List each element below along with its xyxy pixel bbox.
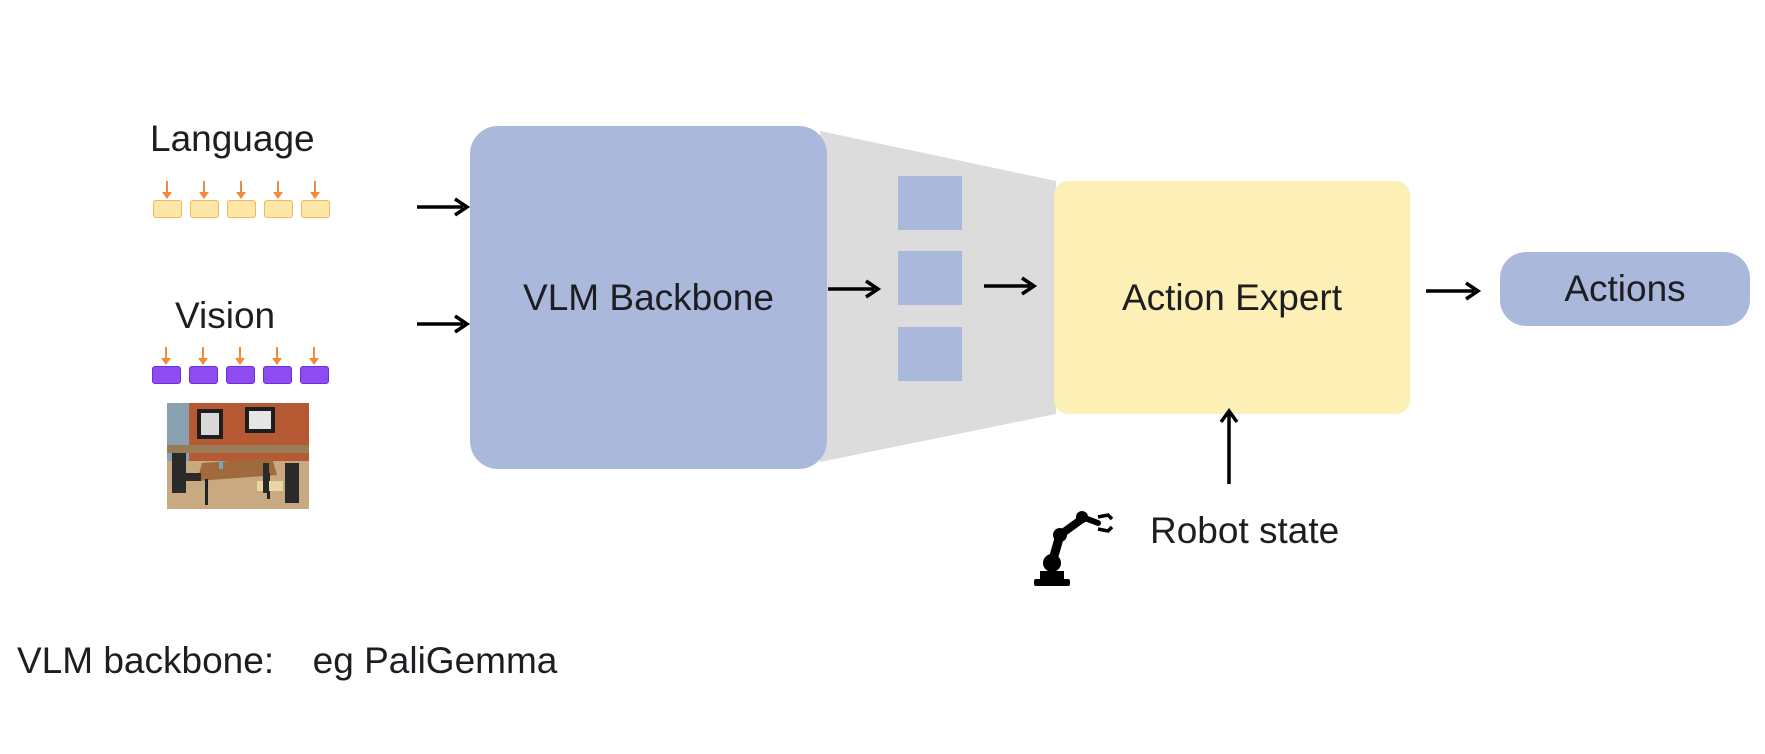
vlm-backbone-label: VLM Backbone: [523, 276, 774, 318]
arrow-vlm-to-features: [828, 279, 882, 299]
vision-token: [226, 347, 255, 384]
scene-photo: [167, 403, 309, 509]
vision-token: [263, 347, 292, 384]
language-token: [264, 181, 293, 218]
language-label: Language: [150, 118, 315, 159]
language-token: [190, 181, 219, 218]
vision-token: [152, 347, 181, 384]
arrow-language-to-vlm: [417, 197, 471, 217]
footnote-value: eg PaliGemma: [312, 640, 558, 681]
language-token: [153, 181, 182, 218]
vision-token: [189, 347, 218, 384]
actions-block: Actions: [1500, 252, 1750, 326]
arrow-features-to-expert: [984, 276, 1038, 296]
language-tokens: [153, 181, 330, 218]
footnote-key: VLM backbone:: [17, 640, 275, 681]
robot-arm-icon: [1034, 511, 1114, 586]
arrow-vision-to-vlm: [417, 314, 471, 334]
feature-token: [898, 176, 962, 230]
vision-tokens: [152, 347, 329, 384]
action-expert-block: Action Expert: [1054, 181, 1410, 414]
language-token: [301, 181, 330, 218]
arrow-robot-state-to-expert: [1219, 408, 1239, 484]
language-token: [227, 181, 256, 218]
feature-token: [898, 251, 962, 305]
actions-label: Actions: [1564, 268, 1686, 309]
vision-token: [300, 347, 329, 384]
action-expert-label: Action Expert: [1121, 276, 1343, 318]
robot-state-label: Robot state: [1150, 510, 1340, 551]
arrow-expert-to-actions: [1426, 281, 1482, 301]
vlm-backbone-block: VLM Backbone: [470, 126, 827, 469]
feature-token: [898, 327, 962, 381]
footnote: VLM backbone: eg PaliGemma: [17, 640, 557, 682]
vision-label: Vision: [175, 295, 276, 336]
